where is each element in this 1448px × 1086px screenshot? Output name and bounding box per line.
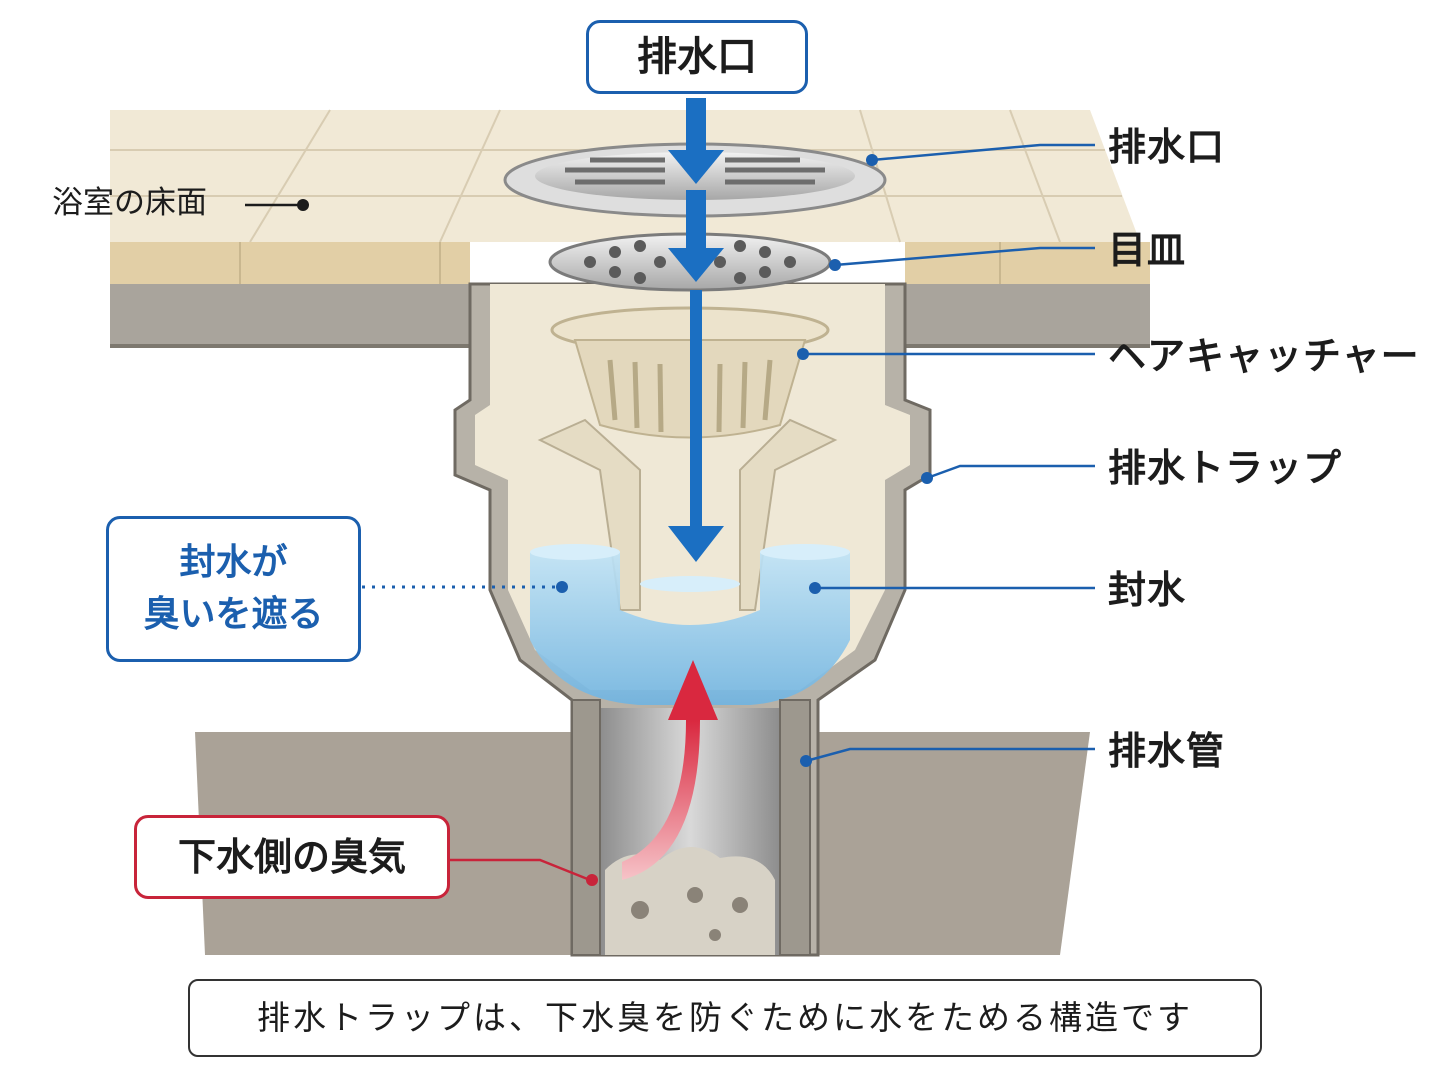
label-drain-outlet: 排水口 [1108,125,1226,169]
leader-dots [297,154,933,886]
seal-callout-line1: 封水が [179,542,288,583]
caption-box: 排水トラップは、下水臭を防ぐために水をためる構造です [188,979,1262,1057]
seal-water [530,544,850,705]
floor-surface-label: 浴室の床面 [52,185,207,221]
sewer-odor-callout: 下水側の臭気 [134,815,450,899]
odor-arrow [622,660,718,880]
water-flow-arrow [668,98,724,562]
concrete-slab [110,284,1150,348]
label-drain-trap: 排水トラップ [1108,446,1343,490]
label-grate: 目皿 [1108,228,1187,272]
seal-water-callout: 封水が 臭いを遮る [106,516,361,662]
label-seal-water: 封水 [1108,568,1187,612]
label-hair-catcher: ヘアキャッチャー [1108,334,1420,378]
seal-callout-line2: 臭いを遮る [143,594,324,635]
label-drain-pipe: 排水管 [1108,729,1226,773]
leader-lines [245,143,1095,882]
drain-outlet-title-box: 排水口 [586,20,808,94]
